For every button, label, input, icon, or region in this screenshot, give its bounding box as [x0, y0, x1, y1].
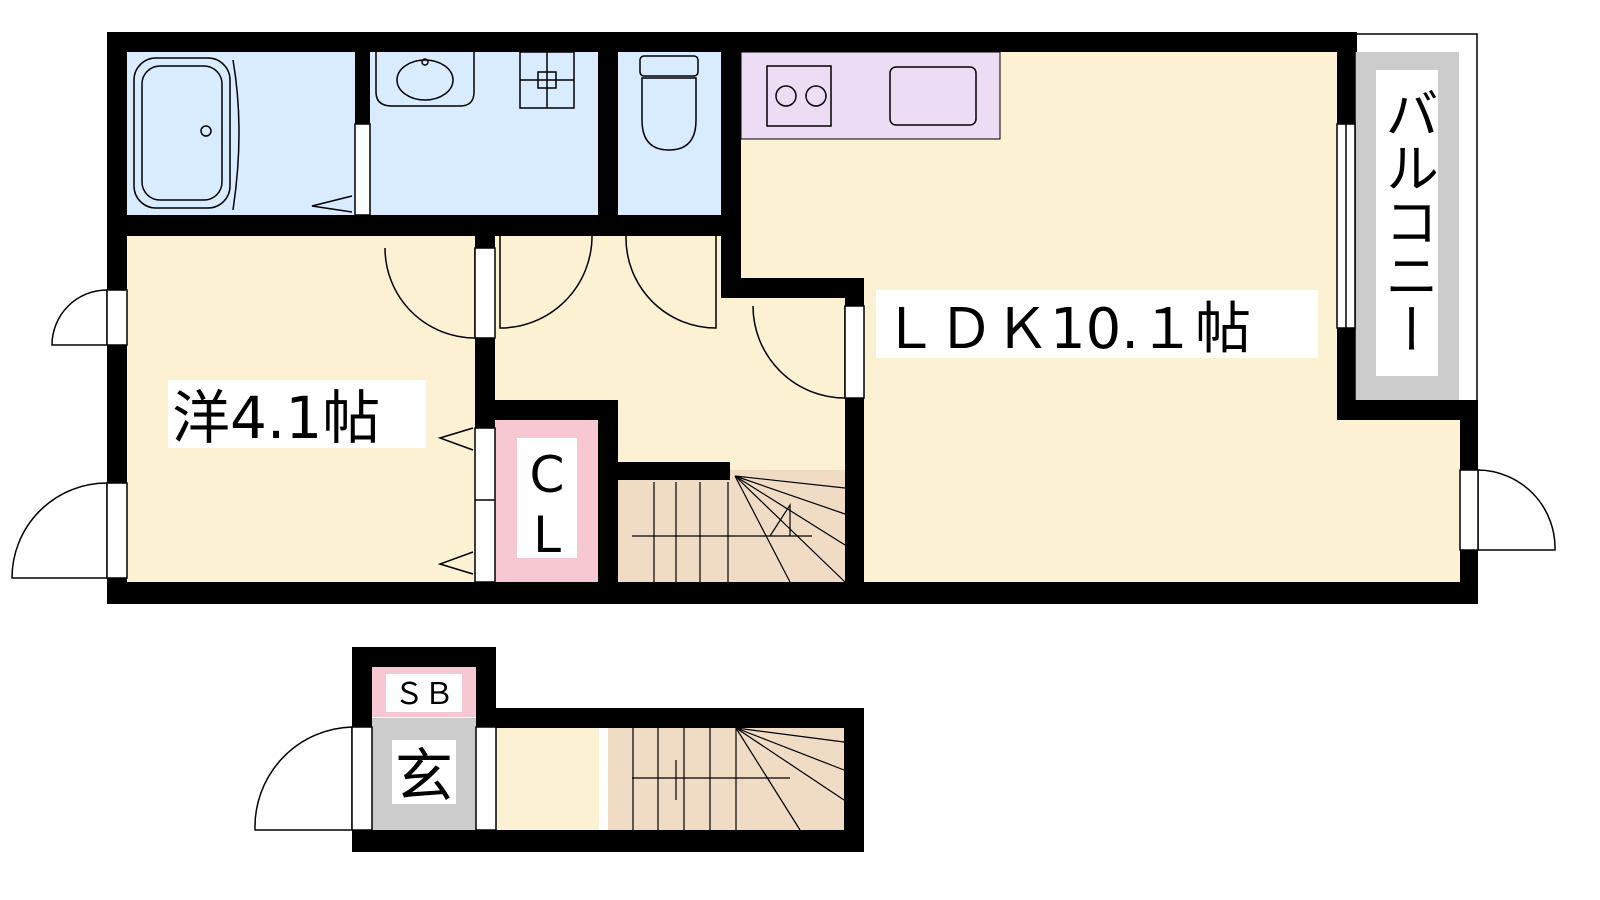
burner-right [805, 85, 827, 107]
wall-right [1460, 400, 1478, 470]
toilet-tank [639, 55, 699, 77]
wall-bath-wash [355, 52, 370, 124]
washbasin-tap [421, 58, 429, 66]
western-room-label-bg [168, 380, 426, 448]
door-ldk-exterior-frame [1459, 469, 1479, 551]
walls [107, 32, 1478, 852]
step [735, 727, 801, 831]
shoe-box-label: ＳＢ [394, 677, 454, 712]
fixtures [133, 51, 977, 211]
washroom-fill [370, 52, 598, 215]
balcony-label: バルコニー [1376, 86, 1439, 356]
wall-lower-top-b [476, 708, 864, 728]
wall-bath-bottom [107, 215, 741, 236]
ldk-label-bg [876, 290, 1318, 358]
wall-hall-ldk-v [845, 278, 864, 306]
wall-right-balcony-side-2 [1337, 328, 1355, 420]
step [734, 475, 846, 489]
doors [11, 123, 1556, 831]
wall-lower-top-a [352, 647, 496, 667]
wall-lower-bottom [352, 830, 864, 852]
door-entrance-inner-frame [475, 726, 497, 831]
closet-label-c: C [530, 446, 565, 504]
door-bath-frame [354, 123, 371, 216]
toilet-fill [618, 52, 721, 215]
wall-wash-toilet [598, 52, 618, 236]
bathtub-drain [200, 125, 212, 137]
burner-left [775, 85, 797, 107]
door-washroom [499, 235, 593, 329]
labels: 洋4.1帖 ＬＤＫ10.１帖 バルコニー C L ＳＢ 玄 [168, 70, 1439, 810]
closet-fold-1 [437, 427, 474, 451]
step [735, 727, 845, 743]
bathtub [133, 57, 231, 209]
washbasin-bowl [396, 59, 454, 101]
door-entrance-frame [351, 726, 373, 831]
bath-folding-door [311, 195, 353, 213]
ldk-label: ＬＤＫ10.１帖 [882, 297, 1251, 362]
stairs-upper [632, 475, 846, 583]
wall-hall-ldk-v2 [845, 398, 864, 604]
step [734, 475, 791, 583]
bath-door-line [232, 59, 240, 211]
balcony-label-bg [1376, 70, 1438, 376]
window-western-lower-frame [106, 482, 128, 579]
entrance-label-bg [392, 740, 456, 804]
wall-bottom [107, 582, 1478, 604]
window-western-upper-frame [106, 289, 128, 346]
wall-top [107, 32, 1357, 52]
stairs-lower-area-fill [495, 728, 599, 830]
stairs [632, 475, 846, 831]
closet-fold-2 [437, 551, 474, 575]
closet-label-bg [517, 438, 577, 558]
western-room-label: 洋4.1帖 [172, 384, 380, 452]
entrance-label: 玄 [395, 742, 453, 810]
wall-balcony-bottom [1337, 400, 1478, 420]
door-ldk-exterior [1477, 469, 1556, 551]
window-western-upper [51, 289, 108, 346]
stairs-arrow-head [769, 502, 791, 537]
washbasin [375, 52, 475, 107]
bathtub-inner [141, 65, 223, 201]
wall-closet-right [598, 400, 618, 604]
wall-left-upper [107, 32, 127, 290]
wall-lower-left-a [352, 647, 372, 727]
stairs-upper-fill [618, 470, 845, 582]
kitchen-sink [889, 66, 977, 126]
stairs-lower [632, 727, 845, 831]
wall-lower-right [844, 708, 864, 852]
door-western [384, 247, 476, 339]
shoe-box-label-bg [386, 674, 462, 712]
wall-toilet-ldk [721, 52, 741, 280]
door-ldk-frame [844, 305, 865, 399]
stairs-lower-fill [608, 728, 844, 830]
toilet-bowl [641, 77, 697, 151]
wall-right-balcony-side [1337, 52, 1355, 124]
step [735, 727, 845, 801]
stove [766, 65, 832, 127]
window-western-lower [11, 482, 108, 579]
closet-label-l: L [533, 506, 561, 564]
door-toilet [625, 235, 717, 329]
step [734, 475, 846, 515]
wall-hall-ldk-h [721, 278, 864, 298]
step [735, 727, 845, 771]
wall-lower-mid [476, 647, 496, 727]
wall-right-2 [1460, 550, 1478, 604]
washing-machine-center [537, 71, 557, 89]
door-ldk [752, 305, 846, 399]
wall-western-hall [475, 236, 495, 248]
door-entrance [254, 726, 353, 831]
door-western-frame [474, 247, 496, 339]
wall-stairs-top [618, 462, 730, 480]
closet-door-frame [474, 427, 496, 583]
wall-left-mid [107, 345, 127, 483]
wall-closet-top [475, 400, 618, 420]
